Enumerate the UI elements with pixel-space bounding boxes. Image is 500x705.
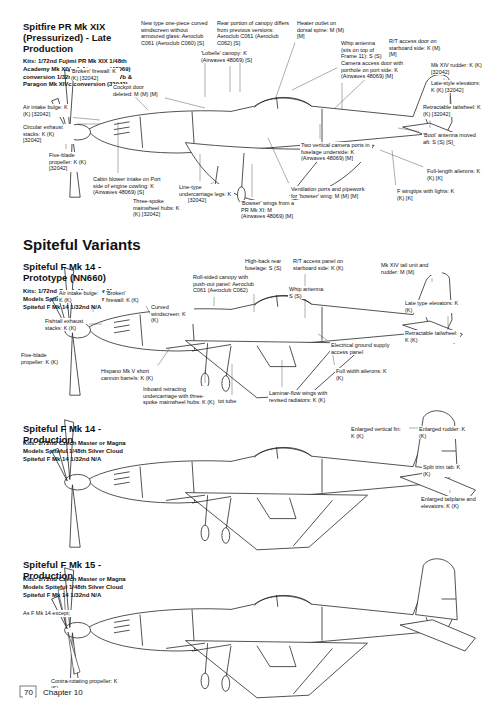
leader-line (398, 128, 419, 132)
callout-label: Camera access door with porthole on port… (340, 60, 416, 80)
callout-label: Two vertical camera ports in fuselage un… (300, 142, 372, 162)
leader-line (392, 150, 396, 185)
callout-label: R/T access door on starboard side: K (M)… (388, 38, 446, 58)
callout-label: 'Broken' firewall: K (K) [32042] (70, 68, 120, 81)
callout-label: Inboard retracting undercarriage with th… (142, 386, 218, 406)
callout-label: F wingtips with lights: K (K) [K] (396, 188, 456, 201)
caption-text: Kits: 1/72nd Czech Master or Magna Model… (22, 576, 134, 599)
callout-label: Mk XIV rudder: K (K) [32042] (430, 62, 486, 75)
leader-line (268, 138, 289, 183)
leader-line (73, 117, 100, 120)
leader-line (318, 334, 328, 340)
callout-label: Enlarged tailplane and elevators: K (K) (420, 496, 478, 509)
callout-label: Full width ailerons: K (K) (335, 368, 395, 381)
leader-line (214, 297, 215, 306)
leader-line (200, 154, 201, 181)
caption-text: As F Mk 14 except; (22, 610, 102, 617)
leader-line (118, 122, 119, 173)
callout-label: 'Lobelle' canopy: K (Airwaves 48069) [S] (200, 50, 260, 63)
caption-text: Chapter 10 (42, 688, 102, 698)
callout-label: Cockpit door deleted: M (M) [M] (112, 84, 162, 97)
callout-label: R/T access panel on starboard side: K (K… (292, 258, 348, 271)
callout-label: Ventilation ports and pipework for 'bows… (290, 186, 368, 199)
callout-label: Roll-sided canopy with push-out panel: A… (192, 274, 256, 294)
leader-line (89, 324, 102, 325)
callout-label: High-back rear fuselage: S (S) (244, 258, 288, 271)
callout-label: Laminar-flow wings with revised radiator… (268, 390, 340, 403)
callout-label: Three-spoke mainwheel hubs: K (K) [32042… (132, 198, 188, 218)
callout-label: Five-blade propeller: K (K) (20, 352, 68, 365)
section-heading: Spiteful F Mk 14 - Prototype (NN660) (22, 262, 134, 284)
leader-line (77, 124, 100, 125)
leader-line (380, 150, 423, 167)
leader-line (205, 370, 206, 383)
callout-label: Retractable tailwheel: K (K) [32042] (422, 104, 486, 117)
callout-label: Electrical ground supply access panel (330, 342, 392, 355)
callout-label: Enlarged vertical fin: K (K) (350, 426, 406, 439)
callout-label: Late type elevators: K (K) (404, 300, 460, 313)
leader-line (282, 360, 283, 387)
callout-label: Split trim tab: K (K) (422, 464, 468, 477)
callout-label: Enlarged rudder: K (K) (418, 426, 470, 439)
callout-label: Five-blade propeller: K (K) [32042] (48, 152, 94, 172)
leader-line (230, 66, 231, 92)
callout-label: Heater outlet on dorsal spine: M (M) [M] (296, 20, 348, 40)
leader-line (448, 316, 449, 330)
leader-line (158, 348, 170, 366)
leader-line (342, 83, 343, 110)
callout-label: 'Bowser' wings from a PR Mk XI: M (Airwa… (240, 200, 298, 220)
caption-text: 70 (23, 688, 35, 698)
leader-line (275, 43, 295, 100)
leader-line (165, 98, 205, 108)
callout-label: Full-length ailerons: K (K) [K] (426, 168, 486, 181)
callout-label: Late-style elevators: K (K) [32042] (430, 80, 486, 93)
callout-label: Rear portion of canopy differs from prev… (216, 20, 292, 46)
caption-text: Kits: 1/72nd Czech Master or Magna Model… (22, 440, 134, 463)
leader-line (74, 668, 75, 675)
leader-line (450, 490, 451, 493)
section-heading: Spitfire PR Mk XIX (Pressurized) - Late … (22, 22, 134, 55)
leader-line (320, 124, 321, 139)
callout-label: Fishtail exhaust stacks: K (K) (44, 318, 86, 331)
callout-label: New type one-piece curved windscreen wit… (140, 20, 212, 46)
leader-line (430, 120, 431, 128)
callout-label: 'Boot' antenna moved aft: S (S) [S] (422, 132, 484, 145)
callout-label: Curved windscreen: K (K) (150, 304, 194, 324)
callout-label: Cabin blower intake on Port side of engi… (92, 176, 164, 196)
callout-label: Circular exhaust stacks: K (K) [32042] (22, 124, 74, 144)
callout-label: Hispano Mk V short cannon barrels: K (K) (100, 368, 156, 381)
leader-line (292, 68, 337, 90)
leader-line (432, 278, 433, 282)
callout-label: Air intake bulge: K (K) [32042] (22, 104, 70, 117)
leader-line (252, 164, 253, 197)
callout-label: 'Broken' firewall: K (K) (105, 290, 145, 303)
leader-line (232, 364, 233, 395)
section-heading: Spiteful Variants (22, 236, 242, 254)
callout-label: Mk XIV tail unit and rudder: M (M) (380, 262, 442, 275)
callout-label: Air intake bulge: K (K) (58, 290, 102, 303)
callout-label: Retractable tailwheel: K (K) (404, 330, 460, 343)
callout-label: Whip antenna: S (S) (288, 286, 328, 299)
